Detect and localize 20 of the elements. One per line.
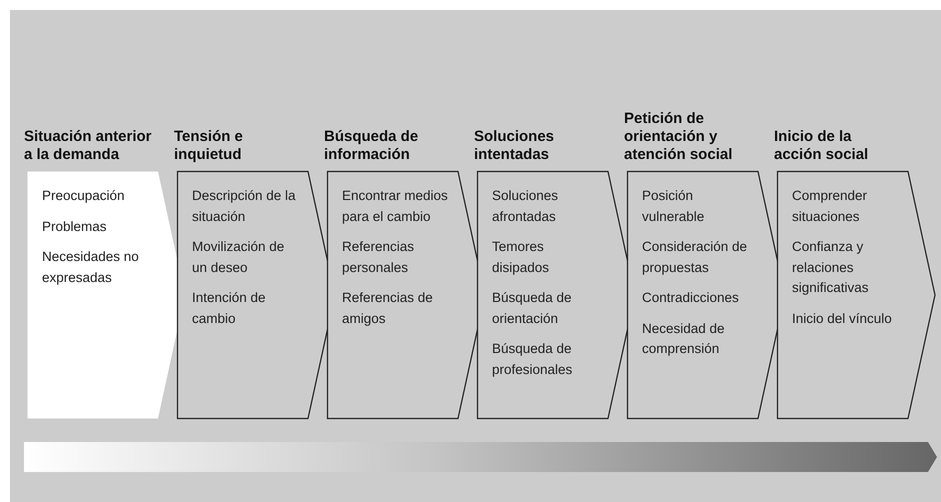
stage-heading: Tensión e inquietud (174, 128, 244, 164)
stage-item: Necesidad de comprensión (642, 320, 726, 358)
stage-item: Problemas (42, 218, 108, 236)
stage-item: Preocupación (42, 187, 126, 205)
stage-item: Comprender situaciones (792, 187, 868, 226)
stage-heading: Situación anterior a la demanda (24, 128, 152, 164)
stage-item: Posición vulnerable (642, 187, 706, 226)
stage-heading: Petición de orientación y atención social (624, 110, 734, 164)
stage-item: Contradicciones (642, 289, 740, 307)
stage-item: Búsqueda de profesionales (492, 340, 574, 379)
stage-item: Confianza y relaciones significativas (792, 238, 870, 297)
stage-item: Inicio del vínculo (792, 310, 893, 328)
stage-item: Necesidades no expresadas (42, 248, 140, 287)
stage-item: Temores disipados (492, 238, 550, 277)
stage-heading: Búsqueda de información (324, 128, 420, 164)
stage-heading: Inicio de la acción social (774, 128, 870, 164)
stage-item: Búsqueda de orientación (492, 289, 573, 328)
stage-item: Soluciones afrontadas (492, 187, 560, 226)
stage-heading: Soluciones intentadas (474, 128, 556, 164)
stage-item: Consideración de propuestas (642, 238, 748, 277)
